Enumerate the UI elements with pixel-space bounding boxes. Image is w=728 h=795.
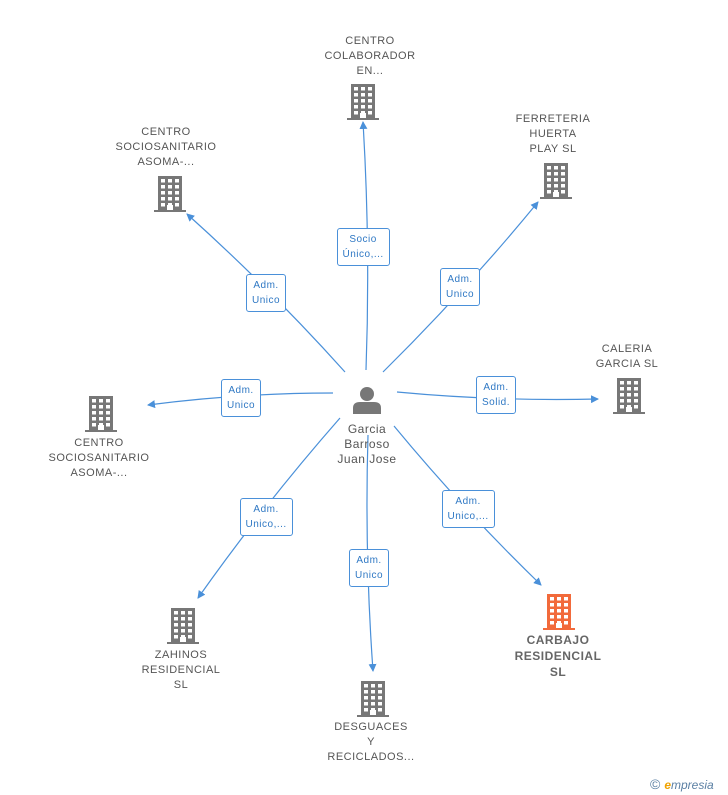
relation-label-desguaces-reciclados[interactable]: Adm. Unico — [349, 549, 390, 587]
relation-label-centro-colaborador[interactable]: Socio Único,... — [336, 228, 390, 266]
company-name-zahinos-residencial[interactable]: ZAHINOS RESIDENCIAL SL — [141, 649, 221, 691]
company-name-caleria-garcia[interactable]: CALERIA GARCIA SL — [595, 343, 659, 370]
company-name-centro-sociosanitario-2[interactable]: CENTRO SOCIOSANITARIO ASOMA-... — [48, 437, 150, 479]
copyright-icon: © — [650, 776, 661, 792]
company-name-centro-sociosanitario-1[interactable]: CENTRO SOCIOSANITARIO ASOMA-... — [115, 126, 217, 168]
brand-initial: e — [664, 778, 672, 792]
building-icon[interactable] — [540, 163, 572, 199]
building-icon[interactable] — [85, 396, 117, 432]
person-name[interactable]: Garcia Barroso Juan Jose — [337, 422, 397, 466]
building-icon[interactable] — [167, 608, 199, 644]
building-icon[interactable] — [613, 378, 645, 414]
relation-label-zahinos-residencial[interactable]: Adm. Unico,... — [239, 498, 293, 536]
person-icon[interactable] — [353, 387, 381, 414]
brand-name: mpresia — [671, 778, 714, 792]
company-name-centro-colaborador[interactable]: CENTRO COLABORADOR EN... — [324, 35, 416, 77]
company-name-ferreteria-huerta-play[interactable]: FERRETERIA HUERTA PLAY SL — [515, 113, 591, 155]
relation-label-centro-sociosanitario-1[interactable]: Adm. Unico — [246, 274, 287, 312]
relation-label-ferreteria-huerta-play[interactable]: Adm. Unico — [440, 268, 481, 306]
building-icon[interactable] — [154, 176, 186, 212]
building-icon[interactable] — [357, 681, 389, 717]
footer-brand: ©empresia — [650, 776, 714, 792]
building-icon[interactable] — [543, 594, 575, 630]
building-icon[interactable] — [347, 84, 379, 120]
relation-label-caleria-garcia[interactable]: Adm. Solid. — [476, 376, 517, 414]
relation-label-carbajo-residencial[interactable]: Adm. Unico,... — [441, 490, 495, 528]
company-name-carbajo-residencial[interactable]: CARBAJO RESIDENCIAL SL — [514, 633, 602, 679]
relation-label-centro-sociosanitario-2[interactable]: Adm. Unico — [221, 379, 262, 417]
company-name-desguaces-reciclados[interactable]: DESGUACES Y RECICLADOS... — [327, 721, 415, 763]
